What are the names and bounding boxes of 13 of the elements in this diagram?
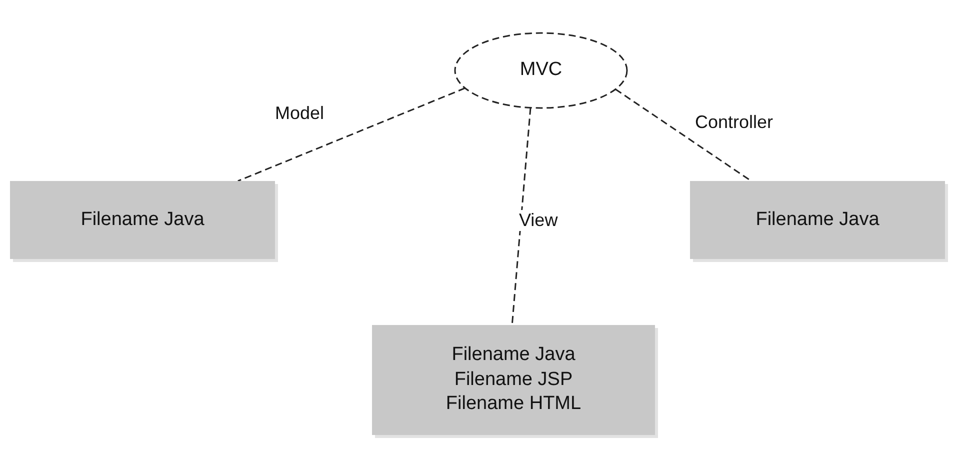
file-name: Filename Java [80, 208, 204, 232]
oval-label: MVC [520, 58, 562, 82]
file-name: Filename Java [756, 208, 880, 232]
file-name: Filename JSP [454, 368, 573, 392]
file-box [10, 181, 275, 259]
edge-label: View [517, 210, 560, 231]
file-name: Filename HTML [446, 392, 582, 416]
file-box [690, 181, 945, 259]
dashed-connector [615, 88, 752, 182]
file-box [372, 325, 655, 435]
dashed-connector [511, 108, 532, 326]
file-name: Filename Java [452, 342, 576, 367]
dashed-connector [238, 87, 466, 182]
